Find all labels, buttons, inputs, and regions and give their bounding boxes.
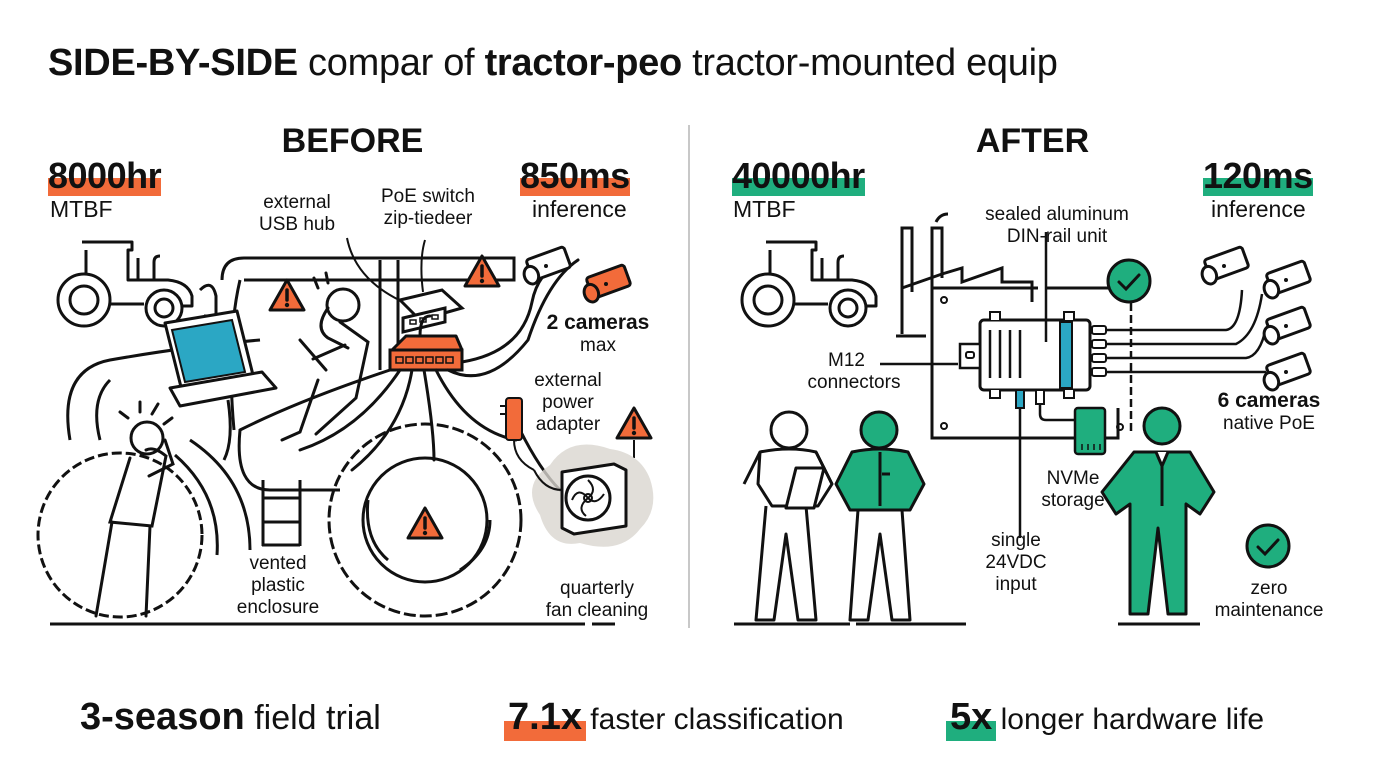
before-heading: BEFORE — [281, 122, 424, 160]
usb-hub-icon — [397, 288, 466, 334]
footer-speed-highlight — [504, 721, 586, 741]
camera-icon — [1260, 258, 1313, 302]
title-text-2: compar of — [297, 42, 485, 84]
after-heading: AFTER — [975, 122, 1090, 160]
page-title: SIDE-BY-SIDE compar of tractor-peo tract… — [48, 42, 1058, 85]
before-mtbf-value: 8000hr — [48, 155, 162, 196]
panel-divider — [688, 125, 690, 628]
footer-stat-life: 5x longer hardware life — [946, 696, 1265, 741]
footer-stat-trial-text: field trial — [244, 699, 381, 737]
camera-icon — [1260, 350, 1313, 394]
footer-stat-speed: 7.1x faster classification — [504, 696, 844, 741]
camera-icon — [580, 262, 633, 306]
after-mtbf-highlight — [732, 178, 865, 196]
frustrated-operator-icon — [280, 271, 370, 442]
footer-stat-life-value: 5x — [946, 696, 997, 741]
before-inference-highlight — [520, 178, 630, 196]
nvme-icon — [1073, 406, 1107, 456]
footer-stat-trial: 3-season field trial — [80, 696, 381, 739]
title-bold-1: SIDE-BY-SIDE — [48, 42, 298, 84]
warning-icon — [268, 278, 306, 312]
after-inference-highlight — [1203, 178, 1313, 196]
camera-icon — [1198, 244, 1251, 288]
worker-icon-coverall — [1100, 406, 1216, 616]
check-icon — [1106, 258, 1152, 304]
before-mtbf-label: MTBF — [50, 196, 113, 222]
worker-icon-clipboard — [742, 410, 834, 622]
footer-stat-trial-value: 3-season — [80, 696, 245, 738]
worker-icon-green — [834, 410, 926, 622]
footer-life-highlight — [946, 721, 997, 741]
tractor-icon — [740, 240, 878, 328]
din-rail-unit-icon — [958, 311, 1107, 409]
frustrated-person-icon — [94, 400, 175, 618]
footer-stat-speed-text: faster classification — [581, 703, 844, 736]
laptop-icon — [163, 309, 278, 461]
after-inference-value: 120ms — [1203, 155, 1313, 196]
before-inference-label: inference — [532, 196, 627, 222]
footer-stat-speed-value: 7.1x — [504, 696, 586, 741]
after-mtbf-label: MTBF — [733, 196, 796, 222]
check-icon — [1245, 523, 1291, 569]
warning-icon — [406, 506, 444, 540]
after-inference-label: inference — [1211, 196, 1306, 222]
tractor-icon — [56, 240, 194, 328]
before-mtbf-highlight — [48, 178, 162, 196]
camera-icon — [520, 244, 573, 288]
after-mtbf-value: 40000hr — [732, 155, 865, 196]
poe-switch-icon — [388, 334, 464, 372]
footer-stat-life-text: longer hardware life — [992, 703, 1265, 736]
camera-icon — [1260, 304, 1313, 348]
title-bold-3: tractor-peo — [484, 42, 683, 84]
title-text-4: tractor-mounted equip — [681, 42, 1058, 84]
before-inference-value: 850ms — [520, 155, 630, 196]
fan-icon — [532, 444, 654, 547]
